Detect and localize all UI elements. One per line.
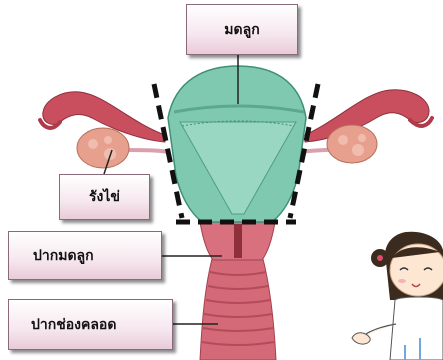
label-uterus: มดลูก (186, 4, 298, 55)
nurse-character-icon (352, 232, 443, 360)
label-ovary: รังไข่ (59, 174, 150, 220)
label-vagina: ปากช่องคลอด (8, 299, 173, 350)
ovary-right (327, 125, 377, 163)
ovary-left (77, 128, 129, 168)
label-cervix: ปากมดลูก (8, 231, 162, 280)
cervical-canal (234, 224, 242, 258)
